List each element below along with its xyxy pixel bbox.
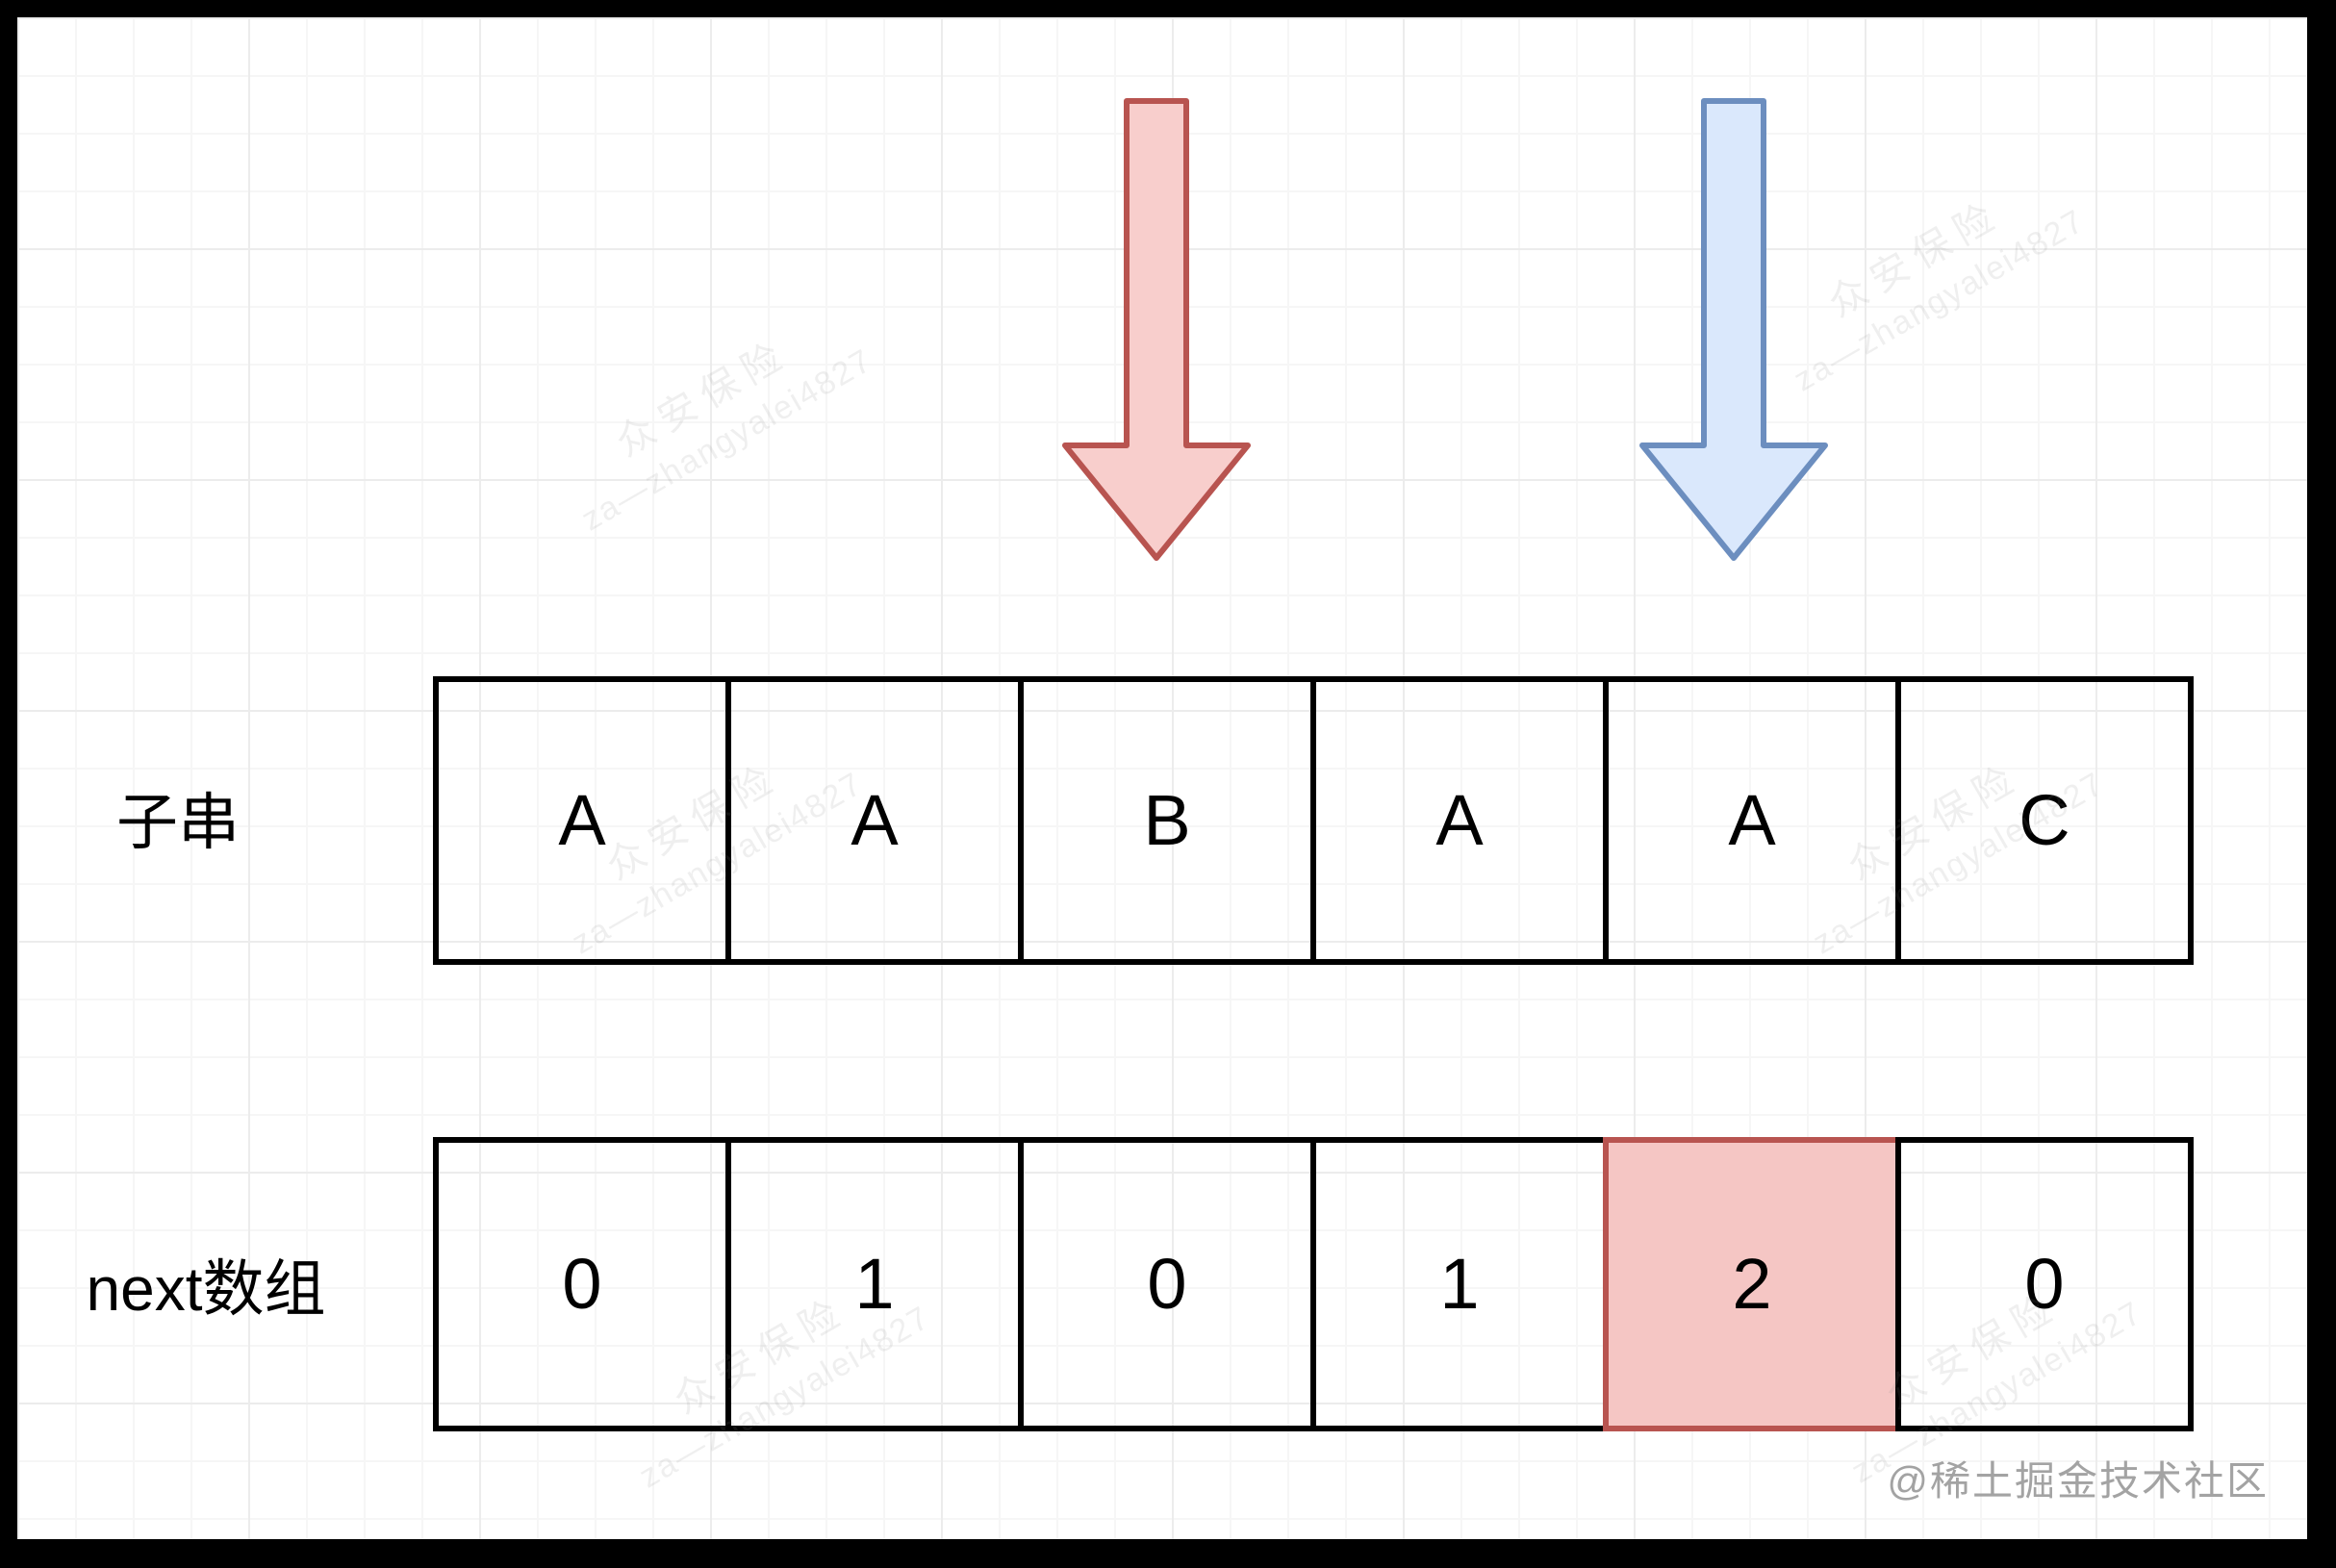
red-arrow-shape: [1062, 98, 1251, 561]
next-array-row-label: next数组: [86, 1254, 326, 1324]
substring-cell: A: [1310, 676, 1609, 965]
next-cell: 0: [433, 1137, 731, 1431]
substring-cell: A: [433, 676, 731, 965]
next-cell-highlighted: 2: [1603, 1137, 1901, 1431]
next-cell: 0: [1895, 1137, 2194, 1431]
substring-row: A A B A A C: [433, 676, 2198, 965]
next-cell: 1: [725, 1137, 1024, 1431]
blue-down-arrow-icon: [1639, 98, 1828, 561]
next-cell: 0: [1018, 1137, 1316, 1431]
blue-arrow-shape: [1639, 98, 1828, 561]
community-watermark: @稀土掘金技术社区: [1887, 1458, 2269, 1504]
substring-row-label: 子串: [116, 788, 240, 857]
next-cell: 1: [1310, 1137, 1609, 1431]
substring-cell: C: [1895, 676, 2194, 965]
substring-cell: A: [1603, 676, 1901, 965]
substring-cell: A: [725, 676, 1024, 965]
blue-down-arrow: [1635, 94, 1833, 566]
red-down-arrow-icon: [1062, 98, 1251, 561]
red-down-arrow: [1057, 94, 1256, 566]
substring-cell: B: [1018, 676, 1316, 965]
next-array-row: 0 1 0 1 2 0: [433, 1137, 2198, 1431]
